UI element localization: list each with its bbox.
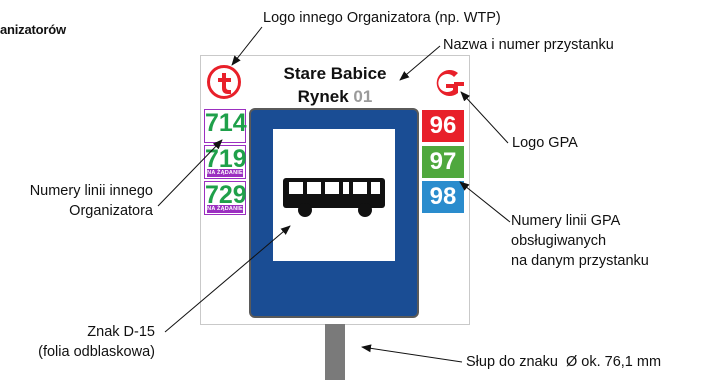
- leader-post: [361, 344, 463, 363]
- other-line-badge: 729 NA ŻĄDANIE: [204, 181, 247, 215]
- gpa-line-number: 97: [429, 148, 457, 175]
- label-gpa-logo: Logo GPA: [512, 135, 578, 151]
- sign-post: [325, 324, 345, 380]
- stop-name: Stare Babice: [283, 64, 387, 83]
- label-stop-name: Nazwa i numer przystanku: [443, 37, 614, 53]
- label-gpa-lines-line2: obsługiwanych: [511, 233, 607, 249]
- other-line-badge: 714: [204, 109, 247, 143]
- other-line-number: 714: [205, 109, 247, 137]
- label-other-lines: Numery linii innego Organizatora: [8, 181, 153, 221]
- gpa-line-number: 98: [429, 183, 457, 210]
- stop-name-block: Stare Babice Rynek 01: [260, 62, 410, 108]
- on-demand-label: NA ŻĄDANIE: [207, 205, 243, 213]
- label-sign-line1: Znak D-15: [87, 324, 155, 340]
- bus-icon: [283, 178, 385, 217]
- gpa-line-number: 96: [429, 112, 457, 139]
- label-post: Słup do znaku Ø ok. 76,1 mm: [466, 354, 662, 370]
- on-demand-label: NA ŻĄDANIE: [207, 169, 243, 177]
- leader-gpa-logo: [460, 91, 509, 144]
- label-sign: Znak D-15 (folia odblaskowa): [10, 322, 155, 362]
- label-sign-line2: (folia odblaskowa): [38, 344, 155, 360]
- wtp-logo-icon: [207, 65, 241, 99]
- d15-sign: [249, 108, 419, 318]
- leader-gpa-lines: [459, 181, 511, 223]
- gpa-line-badge: 98: [422, 181, 464, 213]
- other-line-number: 729: [205, 181, 247, 209]
- label-gpa-lines: Numery linii GPA obsługiwanych na danym …: [511, 211, 649, 271]
- label-other-lines-line2: Organizatora: [69, 203, 153, 219]
- leader-sign: [164, 225, 291, 333]
- leader-stop-name: [399, 45, 441, 81]
- leader-other-logo: [231, 26, 263, 66]
- label-gpa-lines-line3: na danym przystanku: [511, 253, 649, 269]
- section-header: anizatorów: [0, 22, 66, 37]
- label-gpa-lines-line1: Numery linii GPA: [511, 213, 621, 229]
- stop-number: 01: [353, 87, 373, 106]
- stop-street-line: Rynek 01: [260, 85, 410, 108]
- label-other-logo: Logo innego Organizatora (np. WTP): [263, 10, 501, 26]
- gpa-logo-icon: [436, 70, 464, 96]
- leader-other-lines: [157, 139, 223, 207]
- gpa-line-badge: 97: [422, 146, 464, 178]
- sign-white-field: [273, 129, 395, 261]
- gpa-line-badge: 96: [422, 110, 464, 142]
- stop-street: Rynek: [297, 87, 349, 106]
- label-other-lines-line1: Numery linii innego: [29, 183, 153, 199]
